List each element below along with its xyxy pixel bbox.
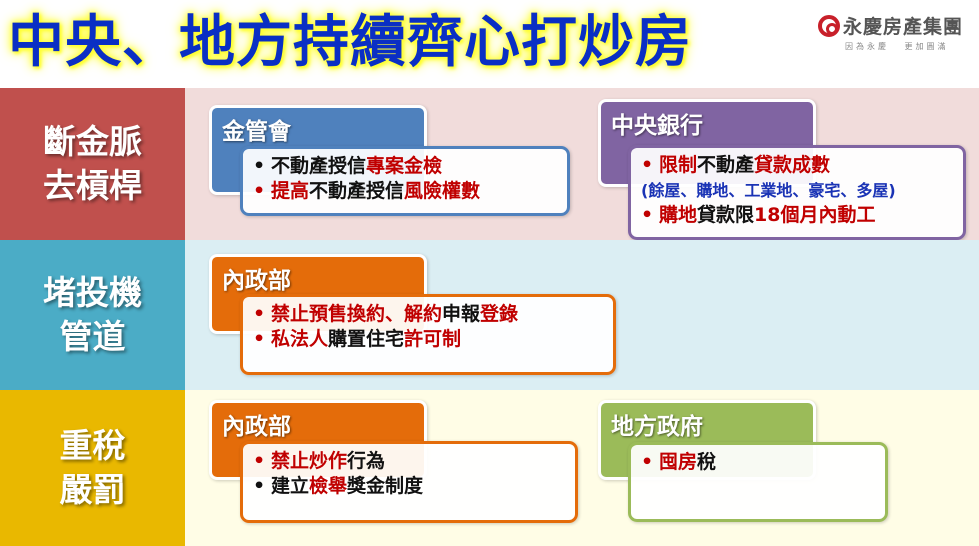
policy-note: (餘屋、購地、工業地、豪宅、多屋) xyxy=(641,181,896,200)
page-title: 中央、地方持續齊心打炒房 xyxy=(8,10,692,75)
logo-tagline: 因為永慶 更加圓滿 xyxy=(845,42,949,51)
row-body: 金管會 • 不動產授信專案金檢 • 提高不動產授信風險權數 中央銀行 • 限制不… xyxy=(185,88,979,240)
agency-name: 內政部 xyxy=(222,268,291,294)
row-label: 堵投機 管道 xyxy=(0,240,185,390)
logo-mark-icon xyxy=(818,14,840,37)
policy-item: • 建立檢舉獎金制度 xyxy=(253,475,424,497)
company-logo: 永慶房產集團 因為永慶 更加圓滿 xyxy=(818,12,968,52)
row-block-speculation: 堵投機 管道 內政部 • 禁止預售換約、解約申報登錄 • 私法人購置住宅許可制 xyxy=(0,240,979,390)
policy-item: • 限制不動產貸款成數 xyxy=(641,154,831,176)
agency-name: 金管會 xyxy=(222,119,291,145)
policy-item: • 不動產授信專案金檢 xyxy=(253,155,443,177)
policy-item: • 囤房稅 xyxy=(641,451,717,473)
logo-name: 永慶房產集團 xyxy=(843,16,964,38)
policy-item: • 提高不動產授信風險權數 xyxy=(253,180,481,202)
policy-item: • 禁止炒作行為 xyxy=(253,450,386,472)
row-label: 重稅 嚴罰 xyxy=(0,390,185,546)
row-label: 斷金脈 去槓桿 xyxy=(0,88,185,240)
row-body: 內政部 • 禁止預售換約、解約申報登錄 • 私法人購置住宅許可制 xyxy=(185,240,979,390)
policy-box-moi: • 禁止炒作行為 • 建立檢舉獎金制度 xyxy=(240,441,578,523)
policy-box-fsc: • 不動產授信專案金檢 • 提高不動產授信風險權數 xyxy=(240,146,570,216)
policy-item: • 私法人購置住宅許可制 xyxy=(253,328,462,350)
policy-box-local-gov: • 囤房稅 xyxy=(628,442,888,522)
policy-box-moi: • 禁止預售換約、解約申報登錄 • 私法人購置住宅許可制 xyxy=(240,294,616,375)
agency-name: 內政部 xyxy=(222,414,291,440)
row-cut-funding: 斷金脈 去槓桿 金管會 • 不動產授信專案金檢 • 提高不動產授信風險權數 中央… xyxy=(0,88,979,240)
row-heavy-tax: 重稅 嚴罰 內政部 • 禁止炒作行為 • 建立檢舉獎金制度 地方政府 • 囤房稅 xyxy=(0,390,979,546)
agency-name: 中央銀行 xyxy=(611,113,703,139)
row-body: 內政部 • 禁止炒作行為 • 建立檢舉獎金制度 地方政府 • 囤房稅 xyxy=(185,390,979,546)
policy-item: • 禁止預售換約、解約申報登錄 xyxy=(253,303,519,325)
agency-name: 地方政府 xyxy=(611,414,703,440)
